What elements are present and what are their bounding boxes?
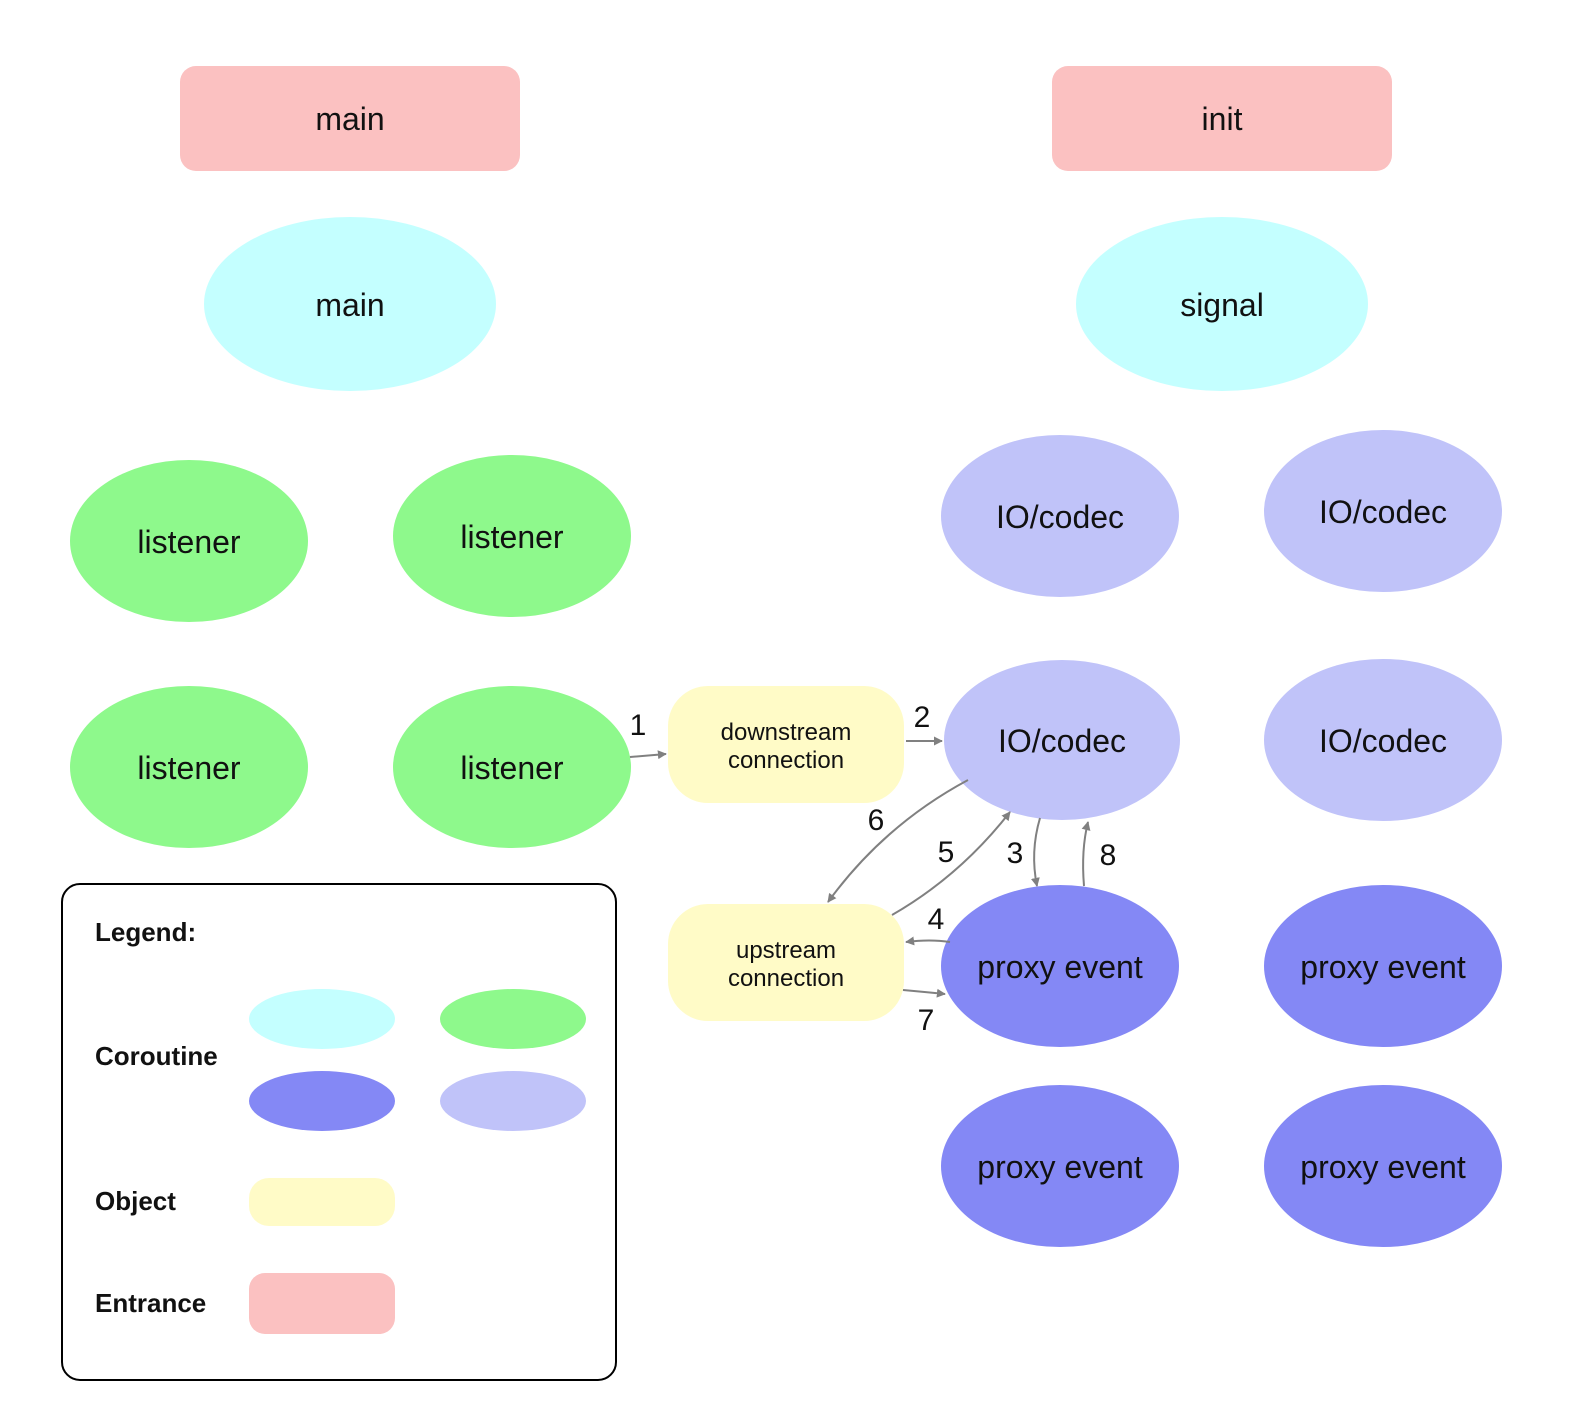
legend-title: Legend: (95, 917, 196, 947)
io-codec-1 (941, 435, 1179, 597)
upstream-connection-box (668, 904, 904, 1021)
edge-3-arrow (1030, 817, 1041, 887)
coroutine-main (204, 217, 496, 391)
io-codec-4 (1264, 659, 1502, 821)
edge-4-label: 4 (928, 903, 945, 936)
entrance-init-box (1052, 66, 1392, 171)
coroutine-signal-label: signal (1180, 287, 1264, 323)
io-codec-4-label: IO/codec (1319, 723, 1447, 759)
downstream-connection-box (668, 686, 904, 803)
upstream-connection-label-2: connection (728, 965, 844, 992)
edge-2-label: 2 (914, 701, 931, 734)
edge-4-arrow (905, 936, 951, 946)
upstream-connection-label-1: upstream (736, 937, 836, 964)
listener-4-label: listener (460, 750, 564, 786)
legend-object-label: Object (95, 1186, 176, 1216)
coroutine-main-label: main (315, 287, 384, 323)
edge-5-arrow (891, 811, 1011, 916)
legend-coroutine-lavender (440, 1071, 586, 1131)
legend-coroutine-blue (249, 1071, 395, 1131)
io-codec-3-label: IO/codec (998, 723, 1126, 759)
listener-3-label: listener (137, 750, 241, 786)
coroutine-signal (1076, 217, 1368, 391)
downstream-connection-label-1: downstream (721, 719, 852, 746)
legend-object-swatch (249, 1178, 395, 1226)
legend-entrance-label: Entrance (95, 1288, 206, 1318)
edge-3-label: 3 (1007, 837, 1024, 870)
legend-coroutine-green (440, 989, 586, 1049)
io-codec-3 (944, 660, 1180, 820)
edge-5-label: 5 (938, 836, 955, 869)
edge-8-arrow (1081, 821, 1091, 887)
legend-coroutine-cyan (249, 989, 395, 1049)
legend-coroutine-label: Coroutine (95, 1041, 218, 1071)
entrance-main-box (180, 66, 520, 171)
io-codec-1-label: IO/codec (996, 499, 1124, 535)
edge-6-arrow (827, 779, 969, 903)
downstream-connection-label-2: connection (728, 747, 844, 774)
edge-1-label: 1 (630, 709, 647, 742)
entrance-main-label: main (315, 101, 384, 137)
listener-2-label: listener (460, 519, 564, 555)
legend-entrance-swatch (249, 1273, 395, 1334)
legend: Legend: Coroutine Object Entrance (61, 883, 617, 1381)
edge-7-label: 7 (918, 1004, 935, 1037)
listener-3 (70, 686, 308, 848)
entrance-init-label: init (1202, 101, 1243, 137)
io-codec-2-label: IO/codec (1319, 494, 1447, 530)
proxy-event-3-label: proxy event (977, 1149, 1143, 1185)
proxy-event-2-label: proxy event (1300, 949, 1466, 985)
listener-4 (393, 686, 631, 848)
io-codec-2 (1264, 430, 1502, 592)
proxy-event-4 (1264, 1085, 1502, 1247)
proxy-event-1-label: proxy event (977, 949, 1143, 985)
listener-1-label: listener (137, 524, 241, 560)
proxy-event-4-label: proxy event (1300, 1149, 1466, 1185)
proxy-event-3 (941, 1085, 1179, 1247)
proxy-event-2 (1264, 885, 1502, 1047)
edge-8-label: 8 (1100, 839, 1117, 872)
proxy-event-1 (941, 885, 1179, 1047)
edge-1-arrow (629, 750, 667, 760)
edge-6-label: 6 (868, 804, 885, 837)
listener-1 (70, 460, 308, 622)
edge-7-arrow (902, 988, 946, 998)
listener-2 (393, 455, 631, 617)
